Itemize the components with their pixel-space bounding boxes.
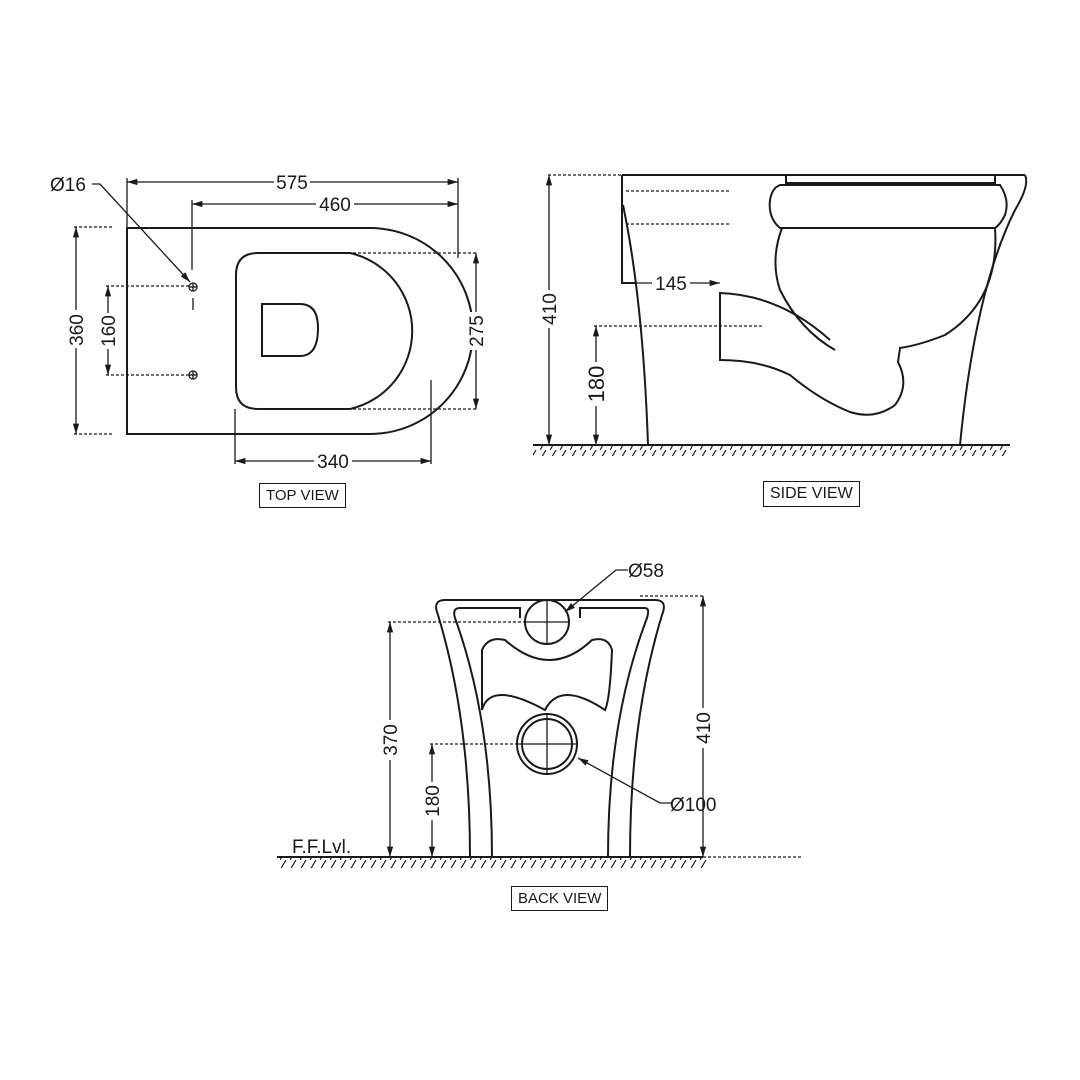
svg-text:410: 410 bbox=[540, 293, 561, 325]
seat-outline bbox=[768, 184, 1008, 229]
back-view-label: BACK VIEW bbox=[511, 886, 609, 911]
lid-outline bbox=[261, 303, 320, 357]
top-view: 575 460 Ø16 360 160 275 340 bbox=[50, 172, 488, 473]
top-outline bbox=[126, 227, 474, 435]
svg-text:Ø100: Ø100 bbox=[670, 795, 716, 816]
side-view: 145 410 180 bbox=[533, 174, 1028, 456]
back-cutout bbox=[481, 638, 614, 712]
svg-text:180: 180 bbox=[584, 366, 609, 403]
seat-outline bbox=[235, 252, 414, 410]
svg-text:460: 460 bbox=[319, 195, 351, 216]
svg-text:160: 160 bbox=[99, 315, 120, 347]
svg-text:360: 360 bbox=[67, 314, 88, 346]
svg-text:145: 145 bbox=[655, 274, 687, 295]
svg-text:180: 180 bbox=[423, 785, 444, 817]
svg-text:410: 410 bbox=[694, 712, 715, 744]
back-view: F.F.Lvl. Ø58 Ø100 370 180 410 bbox=[277, 561, 803, 868]
rear-pedestal-line bbox=[622, 204, 649, 446]
svg-text:275: 275 bbox=[467, 315, 488, 347]
svg-text:340: 340 bbox=[317, 452, 349, 473]
svg-text:575: 575 bbox=[276, 173, 308, 194]
seat-top bbox=[785, 175, 996, 184]
svg-text:F.F.Lvl.: F.F.Lvl. bbox=[292, 837, 351, 858]
front-shell-line bbox=[959, 174, 1028, 446]
bowl-inner bbox=[774, 227, 836, 351]
top-view-label: TOP VIEW bbox=[259, 483, 346, 508]
svg-text:Ø16: Ø16 bbox=[50, 175, 86, 196]
svg-text:370: 370 bbox=[381, 724, 402, 756]
side-view-label: SIDE VIEW bbox=[763, 481, 860, 507]
back-outer bbox=[435, 599, 665, 858]
trap-outline bbox=[719, 227, 997, 416]
svg-text:Ø58: Ø58 bbox=[628, 561, 664, 582]
back-inner bbox=[453, 607, 650, 858]
